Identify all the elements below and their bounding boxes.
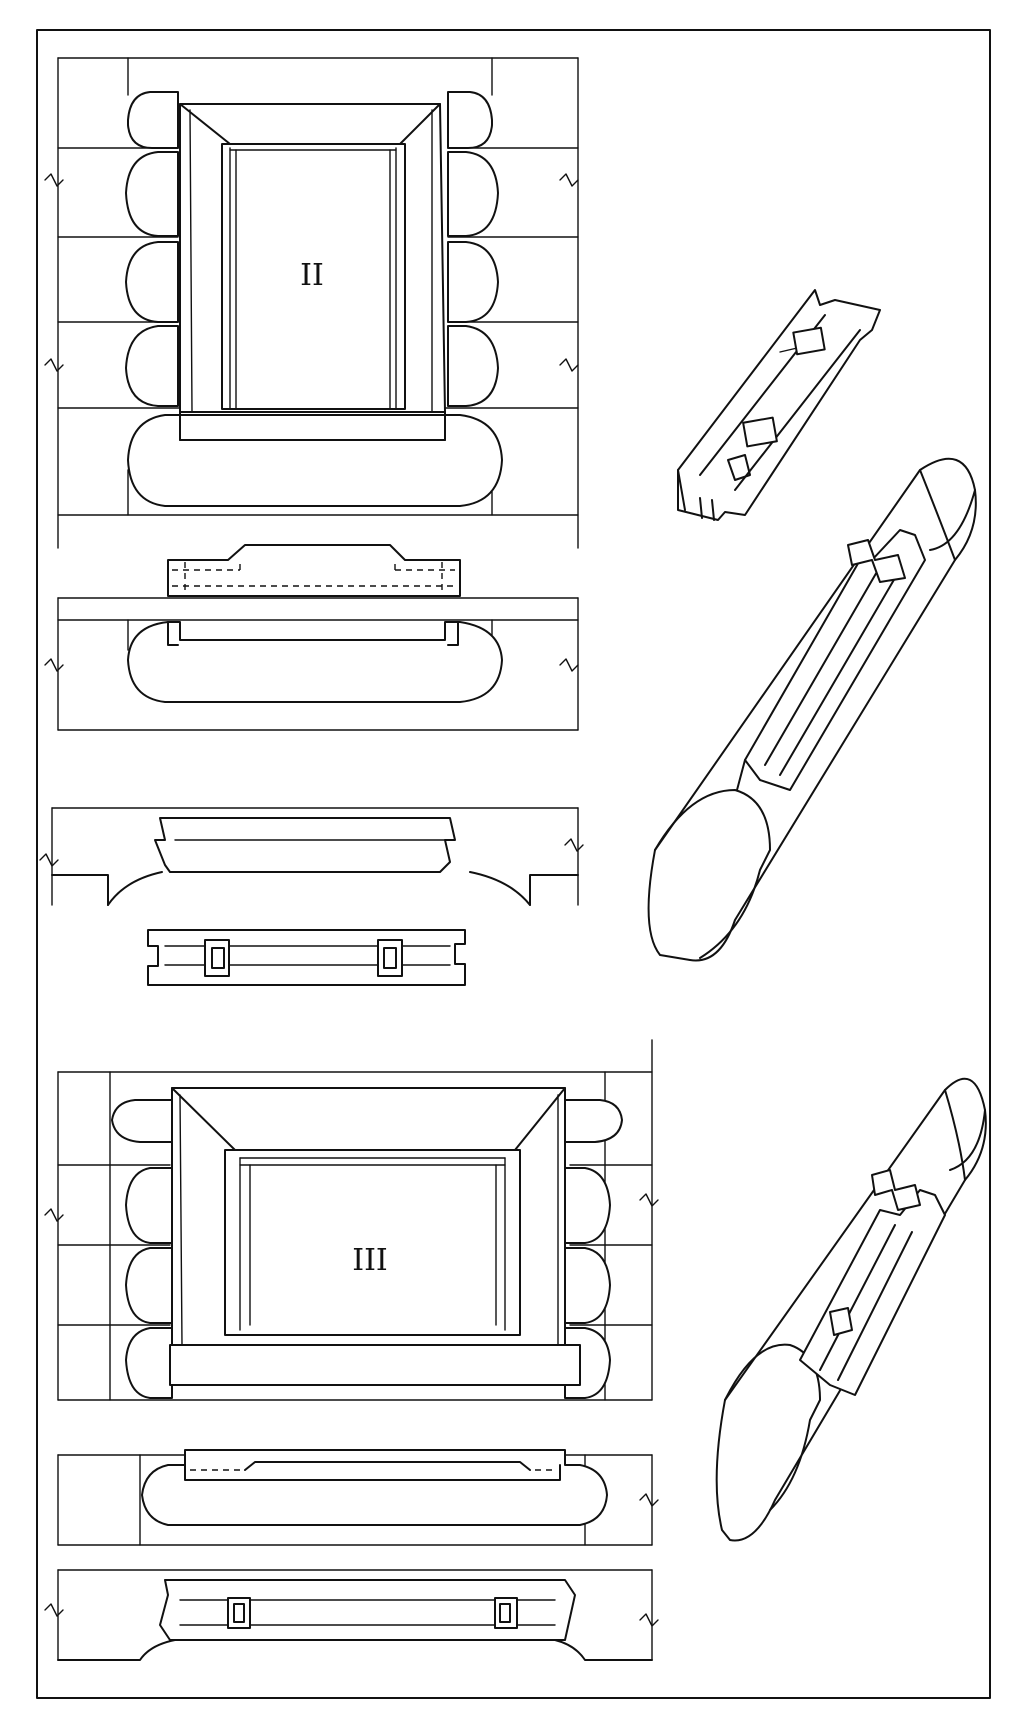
window-ii-label: II [300, 258, 324, 293]
sheet-border [36, 29, 991, 1699]
iso-log-lower [715, 1077, 987, 1542]
channel-plan-lower [44, 1569, 659, 1661]
window-iii-elevation: III [44, 1039, 659, 1401]
window-iii-frame [171, 1087, 566, 1346]
iso-log-upper [647, 457, 977, 962]
log-ends-right-upper [447, 91, 499, 407]
sill-plan-upper [167, 544, 461, 597]
window-ii-elevation: II [44, 57, 579, 549]
profile-section-middle [39, 807, 584, 906]
log-ends-left-lower [111, 1099, 173, 1399]
sill-log-upper [127, 414, 503, 507]
log-ends-left-upper [125, 91, 179, 407]
sill-plan-lower [57, 1449, 659, 1546]
window-iii-label: III [352, 1243, 388, 1278]
sill-section-upper [44, 597, 579, 731]
iso-jamb-piece [677, 289, 881, 521]
channel-plan-middle [147, 929, 466, 986]
